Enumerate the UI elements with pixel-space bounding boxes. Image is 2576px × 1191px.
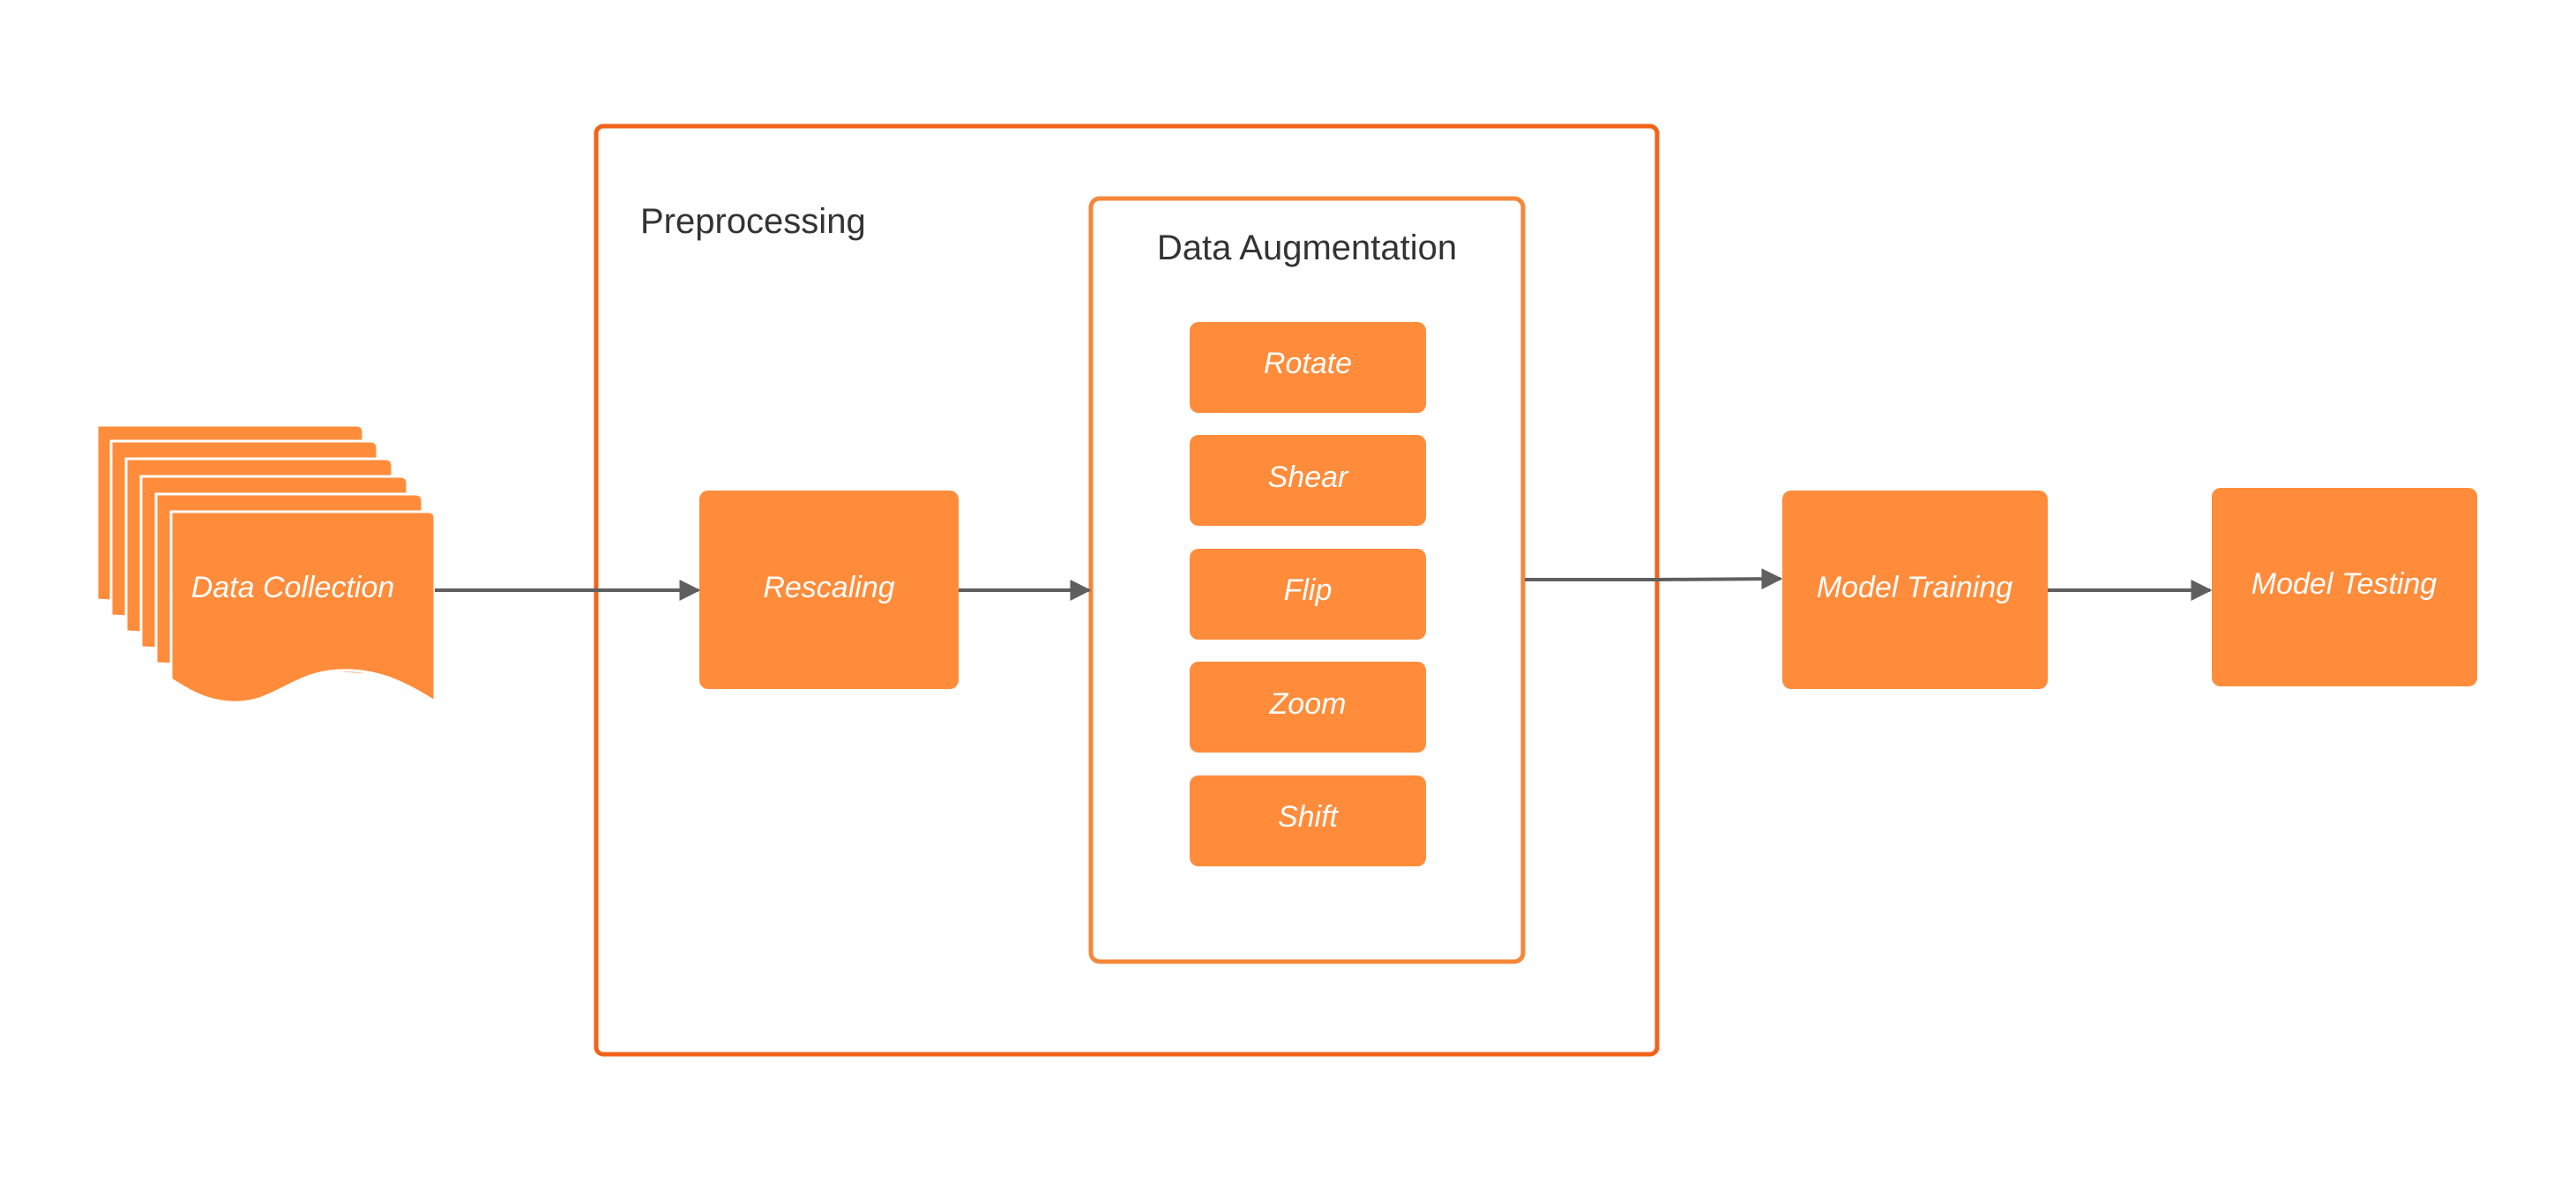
- data-collection-label: Data Collection: [191, 571, 395, 604]
- aug-step-label: Shift: [1278, 800, 1340, 834]
- aug-step-label: Zoom: [1269, 687, 1347, 721]
- model-training-label: Model Training: [1817, 571, 2012, 604]
- aug-step-zoom: Zoom: [1190, 662, 1426, 753]
- preprocessing-label: Preprocessing: [640, 202, 866, 241]
- aug-step-shear: Shear: [1190, 435, 1426, 526]
- model-testing-label: Model Testing: [2251, 567, 2438, 601]
- model-training-node: Model Training: [1782, 491, 2048, 689]
- model-testing-node: Model Testing: [2212, 488, 2477, 686]
- aug-step-rotate: Rotate: [1190, 322, 1426, 413]
- aug-step-shift: Shift: [1190, 775, 1426, 866]
- aug-step-label: Shear: [1268, 461, 1349, 494]
- aug-step-label: Flip: [1284, 573, 1333, 607]
- rescaling-label: Rescaling: [763, 571, 894, 604]
- arrow-augmentation-to-training: [1525, 568, 1783, 590]
- aug-step-flip: Flip: [1190, 549, 1426, 640]
- data-collection-node: Data Collection: [95, 423, 437, 704]
- rescaling-node: Rescaling: [699, 491, 959, 689]
- data-augmentation-label: Data Augmentation: [1157, 228, 1457, 267]
- aug-step-label: Rotate: [1264, 347, 1352, 380]
